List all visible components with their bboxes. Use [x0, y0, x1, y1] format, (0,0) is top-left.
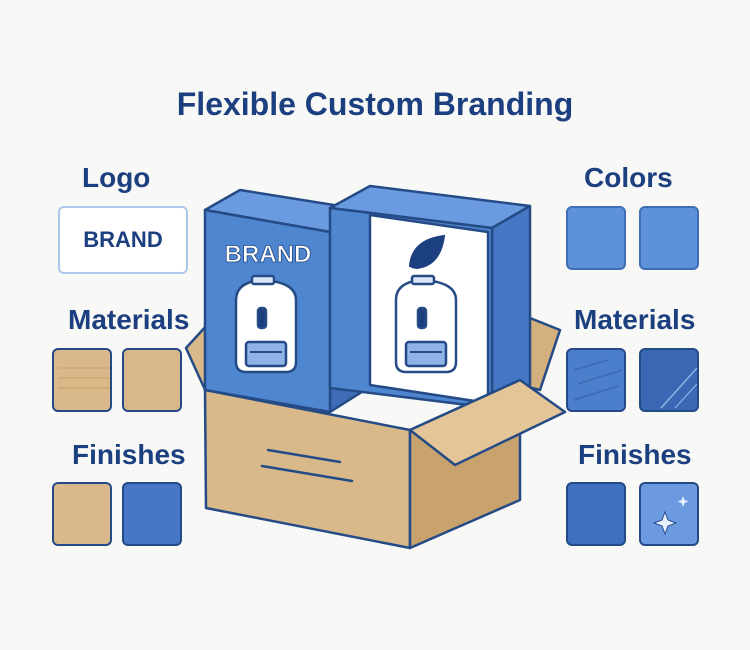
glossy-blue-swatch — [639, 348, 699, 412]
finishes-label-right: Finishes — [578, 439, 692, 470]
matte-blue-finish-swatch — [566, 482, 626, 546]
kraft-finish-swatch — [52, 482, 112, 546]
materials-label-left: Materials — [68, 304, 190, 335]
color-swatch-2 — [639, 206, 699, 270]
colors-label: Colors — [584, 162, 673, 193]
box-right-front-flap — [408, 378, 567, 467]
blue-finish-swatch — [122, 482, 182, 546]
finishes-label-left: Finishes — [72, 439, 186, 470]
gloss-highlight — [660, 367, 697, 409]
page-title: Flexible Custom Branding — [176, 86, 574, 122]
box-front — [203, 388, 412, 550]
kraft-plain-swatch — [122, 348, 182, 412]
logo-sample-text: BRAND — [83, 227, 163, 252]
kraft-lines-texture — [58, 367, 110, 389]
right-package-side — [490, 204, 532, 410]
package-brand-text: BRAND — [225, 241, 312, 268]
color-swatch-1 — [566, 206, 626, 270]
logo-label: Logo — [82, 162, 151, 193]
leaf-icon — [408, 234, 446, 270]
box-label-lines — [260, 448, 354, 483]
sparkle-finish-swatch — [639, 482, 699, 546]
materials-label-right: Materials — [574, 304, 696, 335]
logo-sample: BRAND — [58, 206, 188, 274]
kraft-material-swatch — [52, 348, 112, 412]
sparkle-icon — [652, 496, 689, 536]
air-fryer-icon-left — [234, 274, 298, 374]
air-fryer-icon-right — [394, 274, 458, 374]
textured-blue-swatch — [566, 348, 626, 412]
brushed-texture — [573, 359, 623, 401]
